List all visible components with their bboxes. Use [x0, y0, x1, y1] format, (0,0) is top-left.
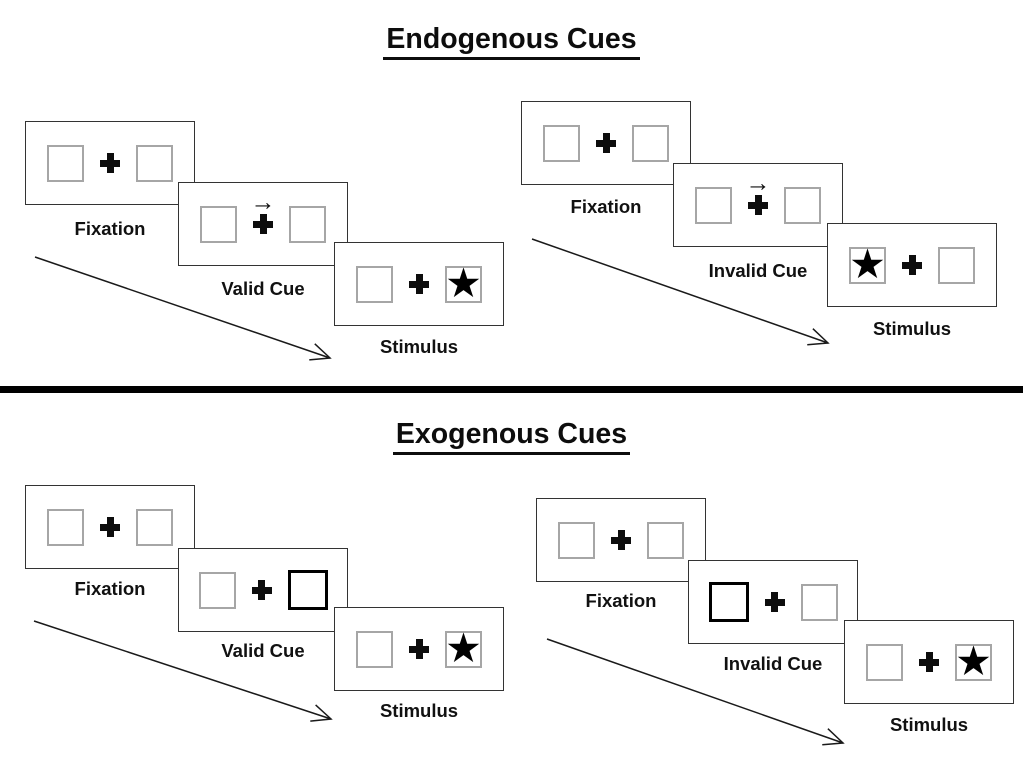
left-placeholder-box: [356, 630, 393, 668]
panel-label: Valid Cue: [221, 640, 305, 661]
fixation-cross-icon: [596, 133, 616, 153]
cue-panel: →: [178, 182, 348, 266]
fixation-cross-icon: [764, 592, 785, 612]
panel-label: Fixation: [74, 218, 146, 239]
right-placeholder-box: [800, 583, 838, 621]
left-placeholder-box: [47, 144, 84, 182]
fixation-cross-icon: [100, 153, 120, 173]
stimulus-panel: ★: [827, 223, 997, 307]
target-star-icon: ★: [849, 240, 886, 287]
right-target-box: ★: [445, 259, 482, 306]
left-placeholder-box: [198, 571, 236, 609]
cue-arrow-right-icon: →: [250, 188, 276, 216]
right-placeholder-box: [784, 186, 821, 224]
cue-panel: →: [673, 163, 843, 247]
right-placeholder-box: [289, 205, 326, 243]
fixation-cross-icon: →: [251, 190, 276, 234]
right-target-box: ★: [445, 624, 482, 671]
panel-label: Invalid Cue: [723, 653, 823, 674]
section-divider: [0, 386, 1023, 393]
stimulus-panel: ★: [334, 242, 504, 326]
section-title-text: Exogenous Cues: [392, 418, 631, 456]
fixation-panel: [25, 121, 195, 205]
section-title-exogenous: Exogenous Cues: [0, 418, 1023, 456]
cue-panel: [178, 548, 348, 632]
timeline-arrow: [34, 256, 332, 361]
left-placeholder-box: [695, 186, 732, 224]
fixation-panel: [25, 485, 195, 569]
panel-label: Stimulus: [379, 700, 459, 721]
fixation-cross-icon: [902, 255, 922, 275]
right-placeholder-box: [136, 144, 173, 182]
left-placeholder-box: [47, 508, 84, 546]
right-placeholder-box: [632, 124, 669, 162]
right-placeholder-box: [938, 246, 975, 284]
panel-label: Fixation: [585, 590, 657, 611]
left-placeholder-box: [200, 205, 237, 243]
fixation-panel: [536, 498, 706, 582]
timeline-arrow: [33, 620, 333, 722]
section-title-text: Endogenous Cues: [383, 23, 640, 61]
right-placeholder-box: [647, 521, 684, 559]
panel-label: Fixation: [74, 578, 146, 599]
panel-label: Stimulus: [872, 318, 952, 339]
left-placeholder-box: [866, 643, 903, 681]
fixation-cross-icon: [100, 517, 120, 537]
right-target-box: ★: [955, 637, 992, 684]
highlighted-cue-box: [287, 570, 328, 610]
left-placeholder-box: [558, 521, 595, 559]
stimulus-panel: ★: [334, 607, 504, 691]
highlighted-cue-box: [708, 582, 749, 622]
cue-panel: [688, 560, 858, 644]
section-title-endogenous: Endogenous Cues: [0, 23, 1023, 61]
target-star-icon: ★: [955, 637, 992, 684]
left-target-box: ★: [849, 240, 886, 287]
cue-arrow-right-icon: →: [745, 169, 771, 197]
fixation-cross-icon: [919, 652, 939, 672]
right-placeholder-box: [136, 508, 173, 546]
timeline-arrow: [531, 238, 830, 346]
target-star-icon: ★: [445, 624, 482, 671]
fixation-cross-icon: [409, 639, 429, 659]
panel-label: Fixation: [570, 196, 642, 217]
stimulus-panel: ★: [844, 620, 1014, 704]
fixation-cross-icon: [409, 274, 429, 294]
left-placeholder-box: [543, 124, 580, 162]
fixation-cross-icon: [611, 530, 631, 550]
panel-label: Stimulus: [889, 714, 969, 735]
left-placeholder-box: [356, 265, 393, 303]
fixation-panel: [521, 101, 691, 185]
panel-label: Invalid Cue: [708, 260, 808, 281]
panel-label: Stimulus: [379, 336, 459, 357]
target-star-icon: ★: [445, 259, 482, 306]
fixation-cross-icon: [251, 580, 272, 600]
fixation-cross-icon: →: [746, 171, 771, 215]
panel-label: Valid Cue: [221, 278, 305, 299]
